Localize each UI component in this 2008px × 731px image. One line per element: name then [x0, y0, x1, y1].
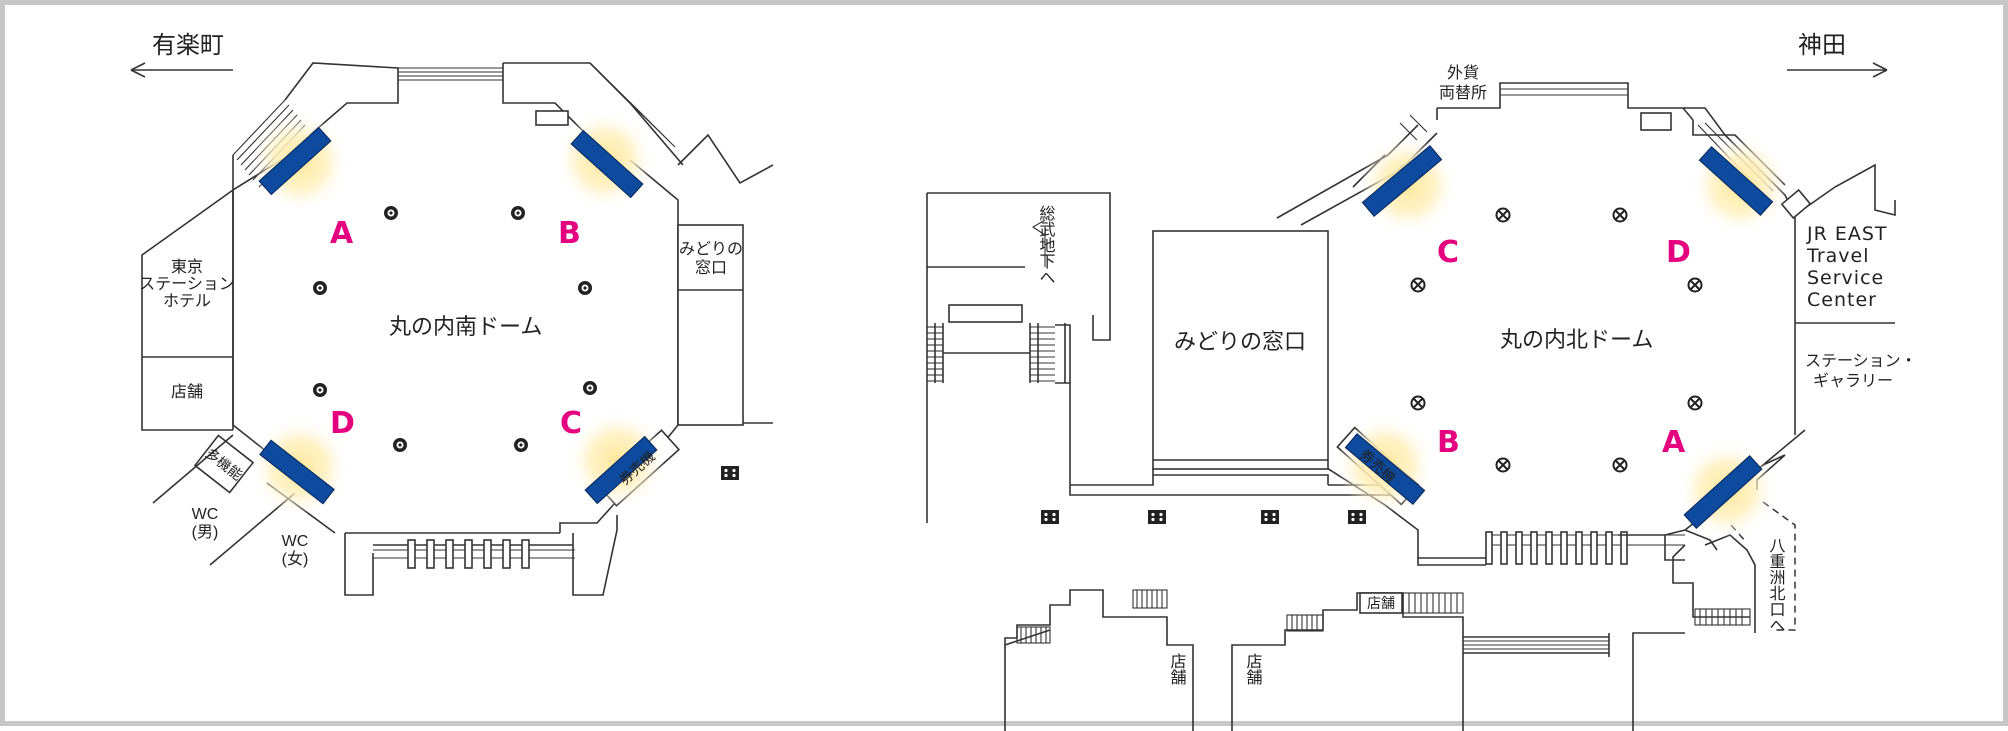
north-shop-label-2: 店舗	[1244, 653, 1263, 685]
left-arrow	[130, 62, 233, 78]
south-dome: 有楽町	[130, 32, 774, 596]
hotel-label-1: 東京	[171, 258, 203, 276]
north-dome: 神田	[926, 32, 1917, 731]
south-gate-d-label: D	[330, 406, 355, 441]
wc-men-label-1: WC	[192, 506, 219, 523]
shop-box	[1359, 592, 1403, 614]
north-gate-d	[1698, 146, 1774, 216]
gallery-label-1: ステーション・	[1805, 353, 1917, 370]
north-left-wing	[926, 192, 1405, 523]
jr-east-label-3: Service	[1807, 267, 1884, 289]
south-gate-c-label: C	[560, 406, 582, 441]
south-gate-a	[258, 126, 332, 196]
north-gate-a	[1683, 455, 1763, 529]
jr-east-label-4: Center	[1807, 289, 1877, 311]
exchange-label-2: 両替所	[1439, 84, 1487, 102]
south-bottom-gates	[373, 539, 575, 569]
north-left-stairs	[927, 323, 1055, 383]
hotel-wing	[141, 155, 234, 431]
wc-women-label-2: (女)	[282, 549, 309, 568]
wc-men-label-2: (男)	[192, 524, 219, 541]
north-midori-room	[1152, 230, 1329, 470]
north-gate-c	[1361, 144, 1443, 218]
south-gate-c	[584, 435, 658, 505]
north-lower-buildings	[1004, 589, 1751, 731]
south-shop-label: 店舗	[171, 383, 203, 401]
jr-east-label-2: Travel	[1806, 245, 1869, 267]
right-arrow	[1787, 62, 1888, 78]
north-shop-label-3: 店舗	[1367, 595, 1395, 611]
north-gate-b	[1344, 432, 1426, 506]
north-direction-label: 神田	[1798, 32, 1846, 59]
south-gate-b-label: B	[558, 216, 581, 251]
south-midori-label-2: 窓口	[695, 259, 727, 277]
hotel-label-2: ステーション	[139, 276, 235, 293]
north-midori-label: みどりの窓口	[1174, 329, 1306, 354]
gallery-label-2: ギャラリー	[1813, 372, 1893, 390]
sobu-label: 総武地下へ	[1037, 205, 1056, 285]
north-gate-c-label: C	[1437, 235, 1459, 270]
south-gate-b	[570, 129, 644, 199]
south-midori-label-1: みどりの	[679, 240, 743, 258]
north-shop-label-1: 店舗	[1168, 653, 1187, 685]
map-canvas: 有楽町	[130, 32, 1917, 731]
north-gate-d-label: D	[1666, 235, 1691, 270]
south-hall-label: 丸の内南ドーム	[389, 314, 542, 339]
south-midori-room	[677, 224, 773, 426]
jr-east-label-1: JR EAST	[1806, 223, 1888, 245]
north-hall-label: 丸の内北ドーム	[1500, 327, 1653, 352]
north-gate-b-label: B	[1437, 425, 1460, 460]
exchange-label-1: 外貨	[1447, 64, 1479, 82]
south-gate-d	[259, 439, 335, 505]
north-gate-a-label: A	[1662, 425, 1686, 460]
hotel-label-3: ホテル	[163, 293, 211, 310]
yaesu-label: 八重洲北口へ	[1767, 537, 1786, 633]
wc-women-label-1: WC	[282, 533, 309, 550]
south-direction-label: 有楽町	[152, 32, 224, 59]
south-gate-a-label: A	[330, 216, 354, 251]
